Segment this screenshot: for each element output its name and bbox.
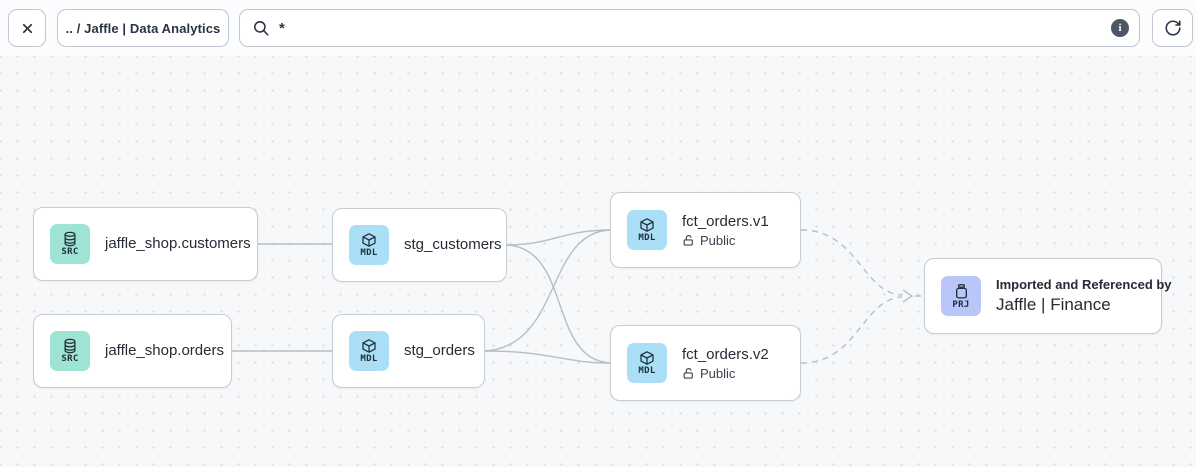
info-icon[interactable]: i bbox=[1111, 19, 1129, 37]
unlock-icon bbox=[683, 367, 693, 379]
badge-label: PRJ bbox=[952, 299, 970, 310]
node-title: jaffle_shop.orders bbox=[105, 342, 224, 360]
project-archive-icon bbox=[955, 283, 967, 299]
refresh-button[interactable] bbox=[1152, 9, 1193, 47]
access-row: Public bbox=[682, 234, 769, 247]
node-title: stg_customers bbox=[404, 236, 502, 254]
node-jaffle-shop-orders[interactable]: SRC jaffle_shop.orders bbox=[33, 314, 232, 388]
close-button[interactable] bbox=[8, 9, 46, 47]
badge-label: SRC bbox=[61, 247, 79, 257]
model-badge: MDL bbox=[349, 225, 389, 265]
unlock-icon bbox=[683, 234, 693, 246]
search-input[interactable] bbox=[279, 19, 1102, 37]
project-badge: PRJ bbox=[941, 276, 981, 316]
node-jaffle-shop-customers[interactable]: SRC jaffle_shop.customers bbox=[33, 207, 258, 281]
database-icon bbox=[64, 231, 76, 247]
node-stg-customers[interactable]: MDL stg_customers bbox=[332, 208, 507, 282]
model-cube-icon bbox=[362, 233, 376, 247]
node-fct-orders-v1[interactable]: MDL fct_orders.v1 Public bbox=[610, 192, 801, 268]
search-icon bbox=[253, 20, 269, 36]
model-cube-icon bbox=[640, 218, 654, 232]
node-project-jaffle-finance[interactable]: PRJ Imported and Referenced by Jaffle | … bbox=[924, 258, 1172, 334]
source-badge: SRC bbox=[50, 224, 90, 264]
node-stg-orders[interactable]: MDL stg_orders bbox=[332, 314, 485, 388]
breadcrumb-label: .. / Jaffle | Data Analytics bbox=[65, 20, 221, 36]
close-icon bbox=[22, 23, 32, 33]
access-label: Public bbox=[700, 365, 736, 381]
node-title: Jaffle | Finance bbox=[996, 295, 1111, 315]
model-badge: MDL bbox=[627, 343, 667, 383]
node-title: stg_orders bbox=[404, 342, 475, 360]
node-title: fct_orders.v1 bbox=[682, 213, 769, 231]
access-row: Public bbox=[682, 367, 769, 380]
source-badge: SRC bbox=[50, 331, 90, 371]
search-bar: i bbox=[239, 9, 1140, 47]
badge-label: MDL bbox=[638, 366, 656, 376]
node-title: jaffle_shop.customers bbox=[105, 235, 251, 253]
badge-label: MDL bbox=[360, 248, 378, 258]
node-title: fct_orders.v2 bbox=[682, 346, 769, 364]
refresh-icon bbox=[1164, 20, 1181, 36]
project-subtitle: Imported and Referenced by bbox=[996, 276, 1172, 292]
model-badge: MDL bbox=[349, 331, 389, 371]
model-cube-icon bbox=[362, 339, 376, 353]
model-badge: MDL bbox=[627, 210, 667, 250]
badge-label: SRC bbox=[61, 354, 79, 364]
toolbar: .. / Jaffle | Data Analytics i bbox=[0, 0, 1196, 56]
database-icon bbox=[64, 338, 76, 354]
model-cube-icon bbox=[640, 351, 654, 365]
access-label: Public bbox=[700, 232, 736, 248]
breadcrumb[interactable]: .. / Jaffle | Data Analytics bbox=[57, 9, 229, 47]
node-fct-orders-v2[interactable]: MDL fct_orders.v2 Public bbox=[610, 325, 801, 401]
badge-label: MDL bbox=[360, 354, 378, 364]
badge-label: MDL bbox=[638, 233, 656, 243]
